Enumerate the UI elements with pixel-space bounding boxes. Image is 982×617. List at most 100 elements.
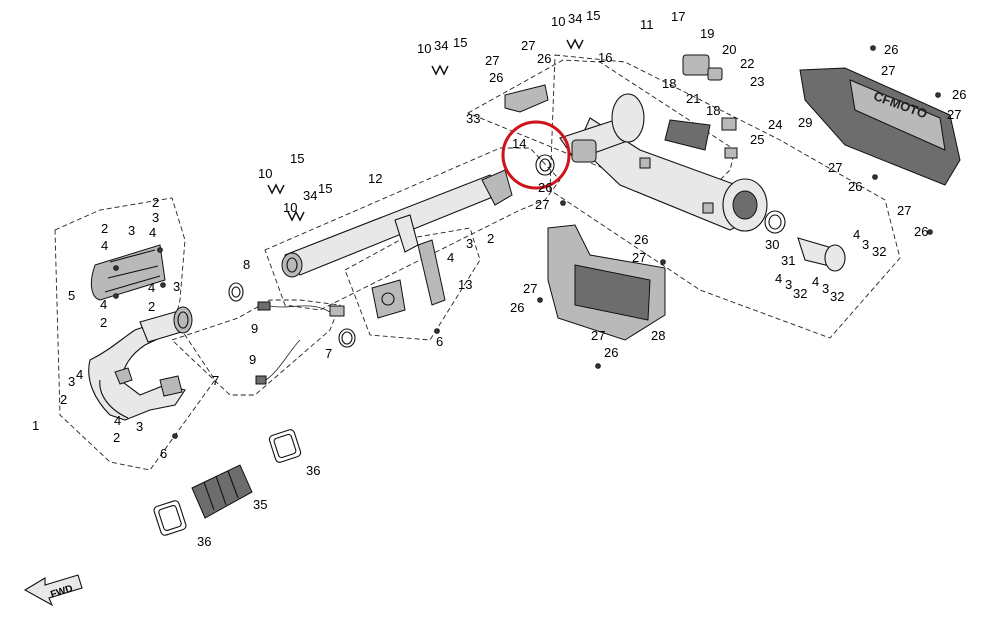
callout-2: 2 [60,392,67,407]
gasket-7 [338,328,356,348]
callout-15: 15 [453,35,467,50]
callout-10: 10 [551,14,565,29]
callout-4: 4 [148,280,155,295]
o2-sensors [255,301,345,385]
callout-15: 15 [586,8,600,23]
valve-assembly [664,54,738,159]
callout-6: 6 [436,334,443,349]
callout-25: 25 [750,132,764,147]
guard-plate-35 [191,464,253,519]
callout-23: 23 [750,74,764,89]
callout-20: 20 [722,42,736,57]
header-flange [173,306,193,334]
callout-26: 26 [537,51,551,66]
callout-26: 26 [604,345,618,360]
callout-26: 26 [884,42,898,57]
callout-3: 3 [136,419,143,434]
callout-26: 26 [914,224,928,239]
callout-33: 33 [466,111,480,126]
callout-26: 26 [489,70,503,85]
assembly-boundaries [54,54,901,471]
callout-26: 26 [510,300,524,315]
callout-4: 4 [775,271,782,286]
callout-32: 32 [793,286,807,301]
fasteners [113,45,941,439]
bracket-33 [504,84,549,113]
callout-5: 5 [68,288,75,303]
callout-36: 36 [306,463,320,478]
muffler-cover: CFMOTO [799,67,961,186]
callout-16: 16 [598,50,612,65]
callout-6: 6 [160,446,167,461]
callout-30: 30 [765,237,779,252]
callout-1: 1 [32,418,39,433]
callout-7: 7 [325,346,332,361]
front-header-pipe [88,306,193,421]
callout-31: 31 [781,253,795,268]
callout-34: 34 [303,188,317,203]
callout-28: 28 [651,328,665,343]
callout-10: 10 [258,166,272,181]
callout-24: 24 [768,117,782,132]
callout-26: 26 [634,232,648,247]
callout-26: 26 [848,179,862,194]
callout-2: 2 [152,195,159,210]
callout-3: 3 [68,374,75,389]
callout-27: 27 [947,107,961,122]
callout-9: 9 [249,352,256,367]
callout-27: 27 [632,250,646,265]
callout-29: 29 [798,115,812,130]
callout-27: 27 [485,53,499,68]
callout-22: 22 [740,56,754,71]
callout-2: 2 [101,221,108,236]
callout-32: 32 [830,289,844,304]
callout-13: 13 [458,277,472,292]
gasket-8 [228,282,244,302]
callout-27: 27 [591,328,605,343]
callout-14: 14 [512,136,526,151]
callout-3: 3 [862,237,869,252]
callout-4: 4 [447,250,454,265]
callout-10: 10 [283,200,297,215]
callout-27: 27 [881,63,895,78]
callout-17: 17 [671,9,685,24]
callout-35: 35 [253,497,267,512]
callout-36: 36 [197,534,211,549]
callout-4: 4 [76,367,83,382]
callout-2: 2 [148,299,155,314]
callout-4: 4 [114,413,121,428]
gasket-36-upper [268,429,302,463]
callout-2: 2 [100,315,107,330]
bracket-13 [371,239,446,319]
callout-3: 3 [152,210,159,225]
muffler [559,93,768,232]
tail-pipe [764,210,846,272]
callout-7: 7 [212,373,219,388]
callout-27: 27 [897,203,911,218]
callout-18: 18 [662,76,676,91]
callout-3: 3 [822,281,829,296]
callout-4: 4 [101,238,108,253]
callout-4: 4 [149,225,156,240]
callout-10: 10 [417,41,431,56]
callout-4: 4 [853,227,860,242]
callout-3: 3 [785,277,792,292]
callout-34: 34 [568,11,582,26]
callout-27: 27 [523,281,537,296]
lower-heat-shield [547,224,666,341]
callout-34: 34 [434,38,448,53]
callout-15: 15 [290,151,304,166]
callout-2: 2 [113,430,120,445]
part-14-highlight [501,120,571,190]
callout-4: 4 [100,297,107,312]
forward-arrow: FWD [23,574,83,607]
callout-11: 11 [640,17,654,32]
gasket-36-lower [153,500,187,536]
springs-and-bolts [267,38,584,222]
callout-4: 4 [812,274,819,289]
callout-19: 19 [700,26,714,41]
callout-8: 8 [243,257,250,272]
callout-27: 27 [521,38,535,53]
callout-3: 3 [466,236,473,251]
